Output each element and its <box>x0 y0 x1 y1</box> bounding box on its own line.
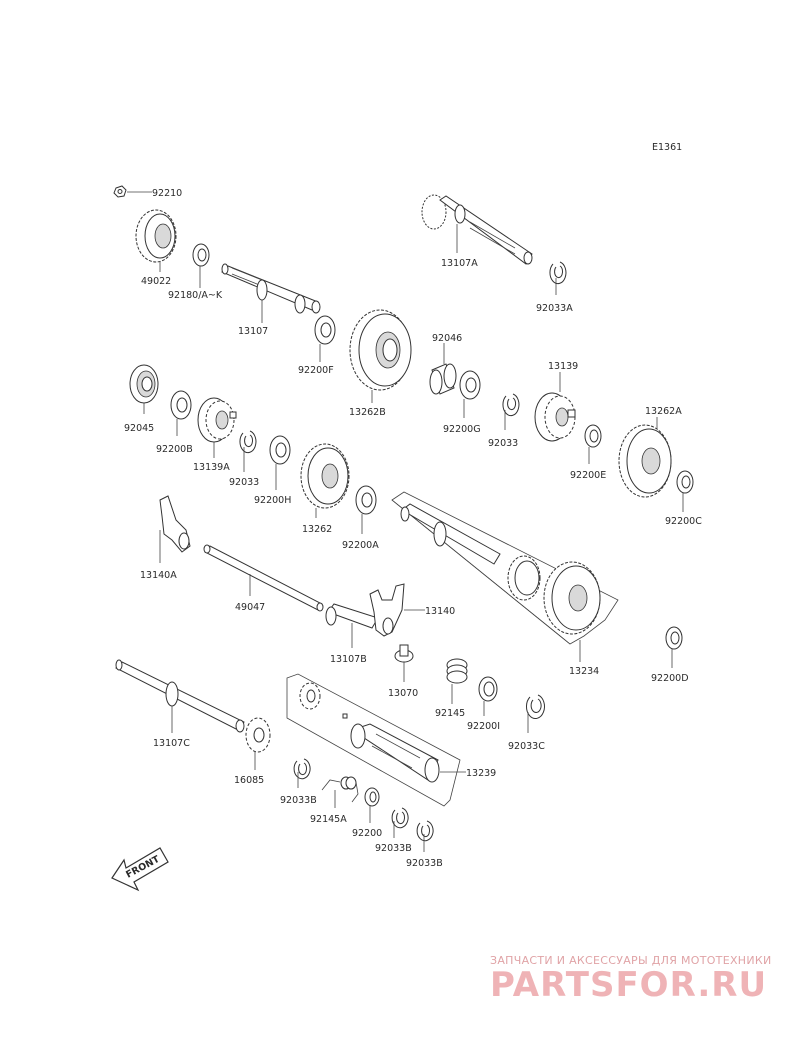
shaft-13107A <box>421 194 533 265</box>
label-92200C: 92200C <box>665 516 702 527</box>
label-92200D: 92200D <box>651 673 689 684</box>
label-92180: 92180/A~K <box>168 290 223 301</box>
label-13139: 13139 <box>548 361 578 372</box>
gear-13139 <box>534 392 576 442</box>
label-92033A: 92033A <box>536 303 573 314</box>
circlip-92033-lower <box>239 430 257 454</box>
label-92210: 92210 <box>152 188 182 199</box>
label-13234: 13234 <box>569 666 599 677</box>
shift-fork-13140A <box>159 495 191 553</box>
gear-assembly-13234 <box>391 491 619 645</box>
washer-92180 <box>192 243 210 267</box>
washer-92200 <box>364 787 380 807</box>
label-92200F: 92200F <box>298 365 334 376</box>
label-13140A: 13140A <box>140 570 177 581</box>
label-13107B: 13107B <box>330 654 367 665</box>
label-92033B-middle: 92033B <box>375 843 412 854</box>
label-13262B: 13262B <box>349 407 386 418</box>
label-13107C: 13107C <box>153 738 190 749</box>
gear-13139A <box>197 397 237 443</box>
label-13262A: 13262A <box>645 406 682 417</box>
shaft-13107 <box>221 263 321 314</box>
label-92200G: 92200G <box>443 424 481 435</box>
label-92145: 92145 <box>435 708 465 719</box>
label-92033-lower: 92033 <box>229 477 259 488</box>
plate-16085 <box>245 717 271 753</box>
nut-92210 <box>113 185 127 198</box>
gear-13262B <box>349 309 412 391</box>
spring-92145 <box>446 658 468 684</box>
label-92033-upper: 92033 <box>488 438 518 449</box>
washer-92200E <box>584 424 602 448</box>
label-49022: 49022 <box>141 276 171 287</box>
washer-92200I <box>478 676 498 702</box>
sleeve-92046 <box>429 363 457 395</box>
label-13107A: 13107A <box>441 258 478 269</box>
circlip-92033-upper <box>502 393 520 417</box>
circlip-92033B-left <box>293 758 311 780</box>
label-13070: 13070 <box>388 688 418 699</box>
washer-92200A <box>355 485 377 515</box>
label-13262: 13262 <box>302 524 332 535</box>
gear-13262A <box>618 424 672 498</box>
label-92200I: 92200I <box>467 721 500 732</box>
watermark-brand: PARTSFOR.RU <box>490 965 767 1005</box>
shift-drum-assembly-13239 <box>286 673 461 807</box>
label-92033C: 92033C <box>508 741 545 752</box>
label-13239: 13239 <box>466 768 496 779</box>
label-92033B-left: 92033B <box>280 795 317 806</box>
circlip-92033C <box>525 694 545 719</box>
label-13140: 13140 <box>425 606 455 617</box>
washer-92200F <box>314 315 336 345</box>
watermark-tagline: ЗАПЧАСТИ И АКСЕССУАРЫ ДЛЯ МОТОТЕХНИКИ <box>490 954 772 967</box>
bearing-92045 <box>129 364 159 404</box>
spring-92145A <box>321 776 359 803</box>
label-49047: 49047 <box>235 602 265 613</box>
label-92200: 92200 <box>352 828 382 839</box>
washer-92200H <box>269 435 291 465</box>
gear-13262 <box>300 443 350 509</box>
shift-rod-49047 <box>203 544 324 612</box>
shift-fork-13140 <box>369 583 405 637</box>
label-16085: 16085 <box>234 775 264 786</box>
front-direction-arrow: FRONT <box>111 847 169 892</box>
label-92045: 92045 <box>124 423 154 434</box>
watermark: ЗАПЧАСТИ И АКСЕССУАРЫ ДЛЯ МОТОТЕХНИКИ PA… <box>490 954 772 1005</box>
label-13107: 13107 <box>238 326 268 337</box>
diagram-code: E1361 <box>652 142 682 153</box>
label-92145A: 92145A <box>310 814 347 825</box>
circlip-92033B-right <box>416 820 434 842</box>
label-92046: 92046 <box>432 333 462 344</box>
washer-92200G <box>459 370 481 400</box>
label-92200B: 92200B <box>156 444 193 455</box>
label-92200H: 92200H <box>254 495 291 506</box>
circlip-92033B-middle <box>391 807 409 829</box>
label-92033B-right: 92033B <box>406 858 443 869</box>
pin-13070 <box>394 644 414 663</box>
circlip-92033A <box>549 261 567 285</box>
washer-92200B <box>170 390 192 420</box>
washer-92200C <box>676 470 694 494</box>
label-13139A: 13139A <box>193 462 230 473</box>
gear-49022 <box>135 209 177 263</box>
shaft-13107C <box>115 659 245 733</box>
label-92200E: 92200E <box>570 470 606 481</box>
label-92200A: 92200A <box>342 540 379 551</box>
washer-92200D <box>665 626 683 650</box>
